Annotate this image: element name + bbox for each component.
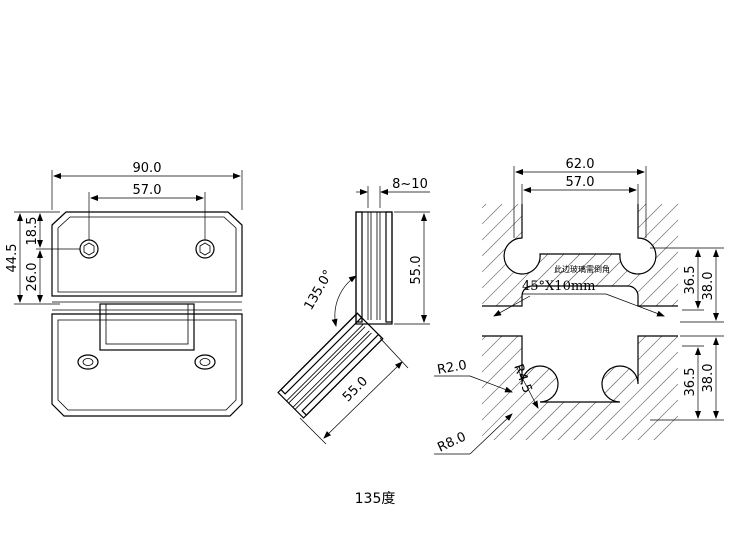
dim-label-57-cut: 57.0 (566, 175, 595, 190)
dim-label-angle: 135.0° (302, 268, 337, 313)
dim-label-44-5: 44.5 (5, 244, 20, 273)
dim-label-62: 62.0 (566, 157, 595, 172)
glass-bottom-outline (482, 335, 678, 403)
glass-top-outline (482, 204, 678, 307)
dim-label-26: 26.0 (25, 263, 40, 292)
dim-hole-spacing: 57.0 (88, 183, 206, 240)
radius-labels: R2.0 R4.5 R8.0 (434, 358, 539, 456)
dim-label-18-5: 18.5 (25, 217, 40, 246)
chamfer-spec: 45°X10mm (522, 279, 596, 294)
chamfer-note: 此边玻璃需倒角 (554, 264, 610, 274)
dim-cut-width-outer: 62.0 (513, 157, 647, 238)
dim-label-38-bottom: 38.0 (701, 364, 716, 393)
bottom-leaf (51, 309, 243, 417)
glass-hatch-bottom (482, 336, 678, 440)
vertical-leaf (355, 211, 393, 325)
dim-label-36-5-bottom: 36.5 (683, 368, 698, 397)
screw-hole-top-right (195, 239, 215, 259)
dim-right-top: 36.5 38.0 (650, 247, 724, 323)
glass-cutout-view: 62.0 57.0 此边玻璃需倒角 45°X10mm 36.5 38.0 (434, 157, 724, 456)
side-view: 8~10 55.0 55.0 135.0° (277, 177, 430, 445)
dim-label-gap: 8~10 (392, 177, 428, 192)
radius-large: R8.0 (435, 429, 468, 455)
dim-label-side-55: 55.0 (409, 256, 424, 285)
front-view: 90.0 57.0 44.5 18.5 26.0 (5, 161, 243, 417)
dim-width-overall: 90.0 (51, 161, 243, 210)
dim-label-angled-55: 55.0 (340, 374, 371, 405)
hinge-knuckle (99, 303, 195, 351)
screw-hole-bottom-right (194, 354, 216, 370)
dim-gap: 8~10 (356, 177, 430, 208)
screw-hole-bottom-left (77, 354, 99, 370)
dim-heights: 44.5 18.5 26.0 (5, 211, 80, 305)
dim-side-height: 55.0 (394, 211, 430, 325)
dim-right-bottom: 36.5 38.0 (650, 335, 724, 421)
dim-label-36-5-top: 36.5 (683, 266, 698, 295)
dim-label-57: 57.0 (133, 183, 162, 198)
screw-hole-top-left (79, 239, 99, 259)
dim-label-90: 90.0 (133, 161, 162, 176)
angled-leaf (277, 312, 384, 419)
radius-mid: R4.5 (510, 362, 534, 395)
dim-label-38-top: 38.0 (701, 272, 716, 301)
top-leaf (51, 211, 243, 303)
dim-cut-width-inner: 57.0 (521, 175, 639, 204)
dim-angle: 135.0° (302, 268, 357, 327)
radius-small: R2.0 (436, 358, 468, 378)
glass-hatch-top (482, 204, 678, 306)
drawing-caption: 135度 (354, 491, 396, 507)
